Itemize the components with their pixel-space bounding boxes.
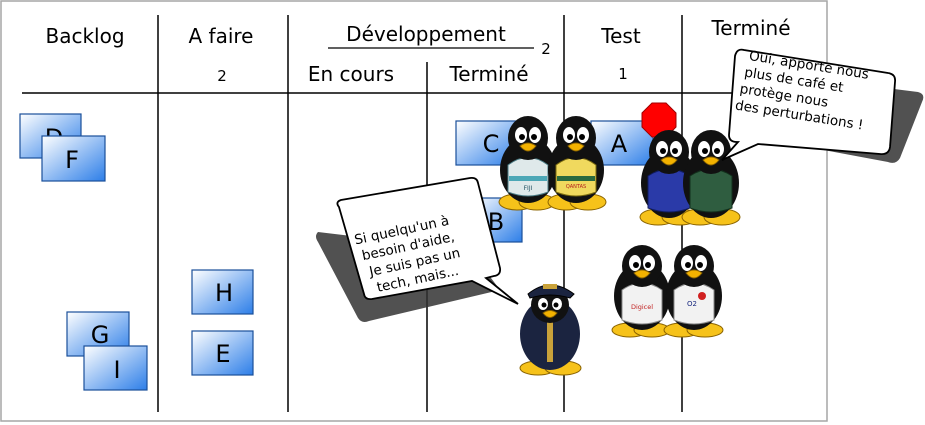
column-header-done: Terminé <box>710 16 790 40</box>
column-header-dev: Développement <box>346 22 506 46</box>
svg-text:G: G <box>91 321 110 349</box>
penguin-player-right-icon: QANTAS <box>547 116 607 211</box>
column-header-test: Test <box>600 24 641 48</box>
subheader-dev-done: Terminé <box>448 62 528 86</box>
jersey-text: Digicel <box>631 303 653 311</box>
penguin-player-white-right-icon: O2 <box>663 245 724 338</box>
wip-limit-todo: 2 <box>217 67 227 85</box>
svg-text:I: I <box>113 356 120 384</box>
jersey-text: O2 <box>687 300 697 308</box>
penguin-player-left-icon: FIJI <box>498 116 556 211</box>
svg-text:H: H <box>215 279 233 307</box>
card-f[interactable]: F <box>41 135 106 182</box>
svg-text:C: C <box>483 130 500 158</box>
speech-bubble-manager: Si quelqu'un à besoin d'aide, Je suis pa… <box>316 176 519 322</box>
svg-text:E: E <box>215 340 230 368</box>
card-e[interactable]: E <box>191 330 254 376</box>
penguin-tester-right-icon <box>681 130 741 226</box>
jersey-text: QANTAS <box>566 184 586 190</box>
wip-limit-dev: 2 <box>541 40 551 58</box>
speech-bubble-team: Oui, apporte nous plus de café et protèg… <box>721 48 924 163</box>
jersey-text: FIJI <box>524 185 533 192</box>
card-i[interactable]: I <box>83 345 148 391</box>
column-header-backlog: Backlog <box>45 24 124 48</box>
column-header-todo: A faire <box>189 24 254 48</box>
penguin-tester-left-icon <box>639 130 699 226</box>
wip-limit-test: 1 <box>618 65 628 83</box>
subheader-dev-in-progress: En cours <box>308 62 394 86</box>
svg-text:B: B <box>488 208 504 236</box>
card-h[interactable]: H <box>191 269 254 315</box>
penguin-player-white-left-icon: Digicel <box>611 245 671 338</box>
penguin-pilot-icon <box>519 284 582 376</box>
svg-text:F: F <box>65 146 79 174</box>
svg-text:A: A <box>611 130 628 158</box>
